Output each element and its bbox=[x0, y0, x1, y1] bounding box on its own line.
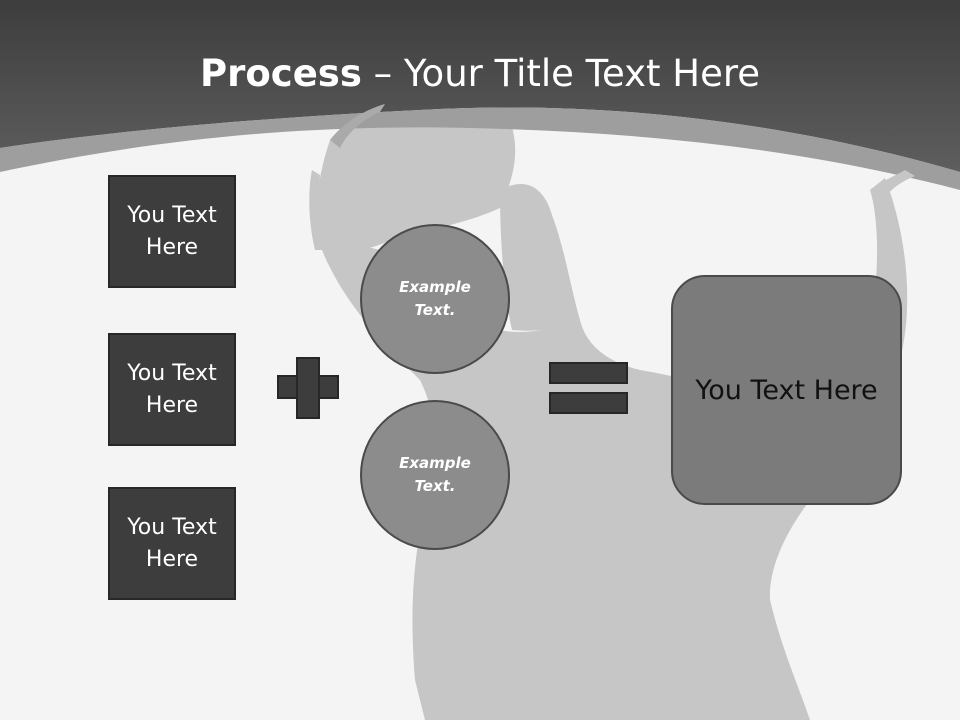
result-box[interactable]: You Text Here bbox=[671, 275, 902, 505]
circle-line: Example bbox=[399, 278, 471, 296]
result-label: You Text Here bbox=[695, 374, 878, 406]
equals-bottom-bar bbox=[549, 392, 628, 414]
text-box-line: Here bbox=[145, 546, 199, 572]
header-swoosh bbox=[0, 107, 960, 190]
circle-line: Text. bbox=[414, 477, 456, 495]
circle-line: Example bbox=[399, 454, 471, 472]
text-box-line: Here bbox=[145, 392, 199, 418]
text-box-line: Here bbox=[145, 234, 199, 260]
plus-center bbox=[298, 377, 318, 397]
text-box-line: You Text bbox=[127, 514, 217, 540]
circle-line: Text. bbox=[414, 301, 456, 319]
title-rest: – Your Title Text Here bbox=[361, 52, 761, 95]
header-band bbox=[0, 0, 960, 172]
page-title: Process – Your Title Text Here bbox=[0, 52, 960, 96]
title-bold: Process bbox=[199, 52, 362, 95]
text-box-line: You Text bbox=[127, 360, 217, 386]
equals-top-bar bbox=[549, 362, 628, 384]
text-box-line: You Text bbox=[127, 202, 217, 228]
